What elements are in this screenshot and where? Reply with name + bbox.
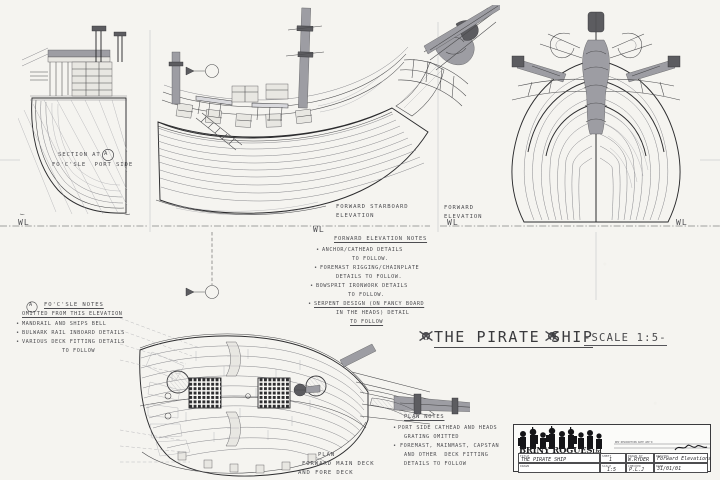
notes-fwd-item: IN THE HEADS) DETAIL (336, 310, 410, 316)
bullet: • (310, 283, 314, 289)
notes-fwd-item: BOWSPRIT IRONWORK DETAILS (316, 283, 408, 289)
view-forward-starboard-elevation (155, 5, 500, 215)
notes-fwd-item: DETAILS TO FOLLOW. (336, 274, 403, 280)
notes-focsle-item: MANDRAIL AND SHIPS BELL (22, 321, 107, 327)
construction-lines (0, 22, 720, 300)
notes-fwd-item: SERPENT DESIGN (ON FANCY BOARD (314, 301, 425, 307)
deck-grating-port (188, 377, 222, 409)
title-block[interactable]: BRINY ROGUESLtd REV DESCRIPTION DATE APP… (513, 424, 711, 473)
section-marker-a-mid (185, 232, 219, 299)
notes-plan-item: DETAILS TO FOLLOW (404, 461, 467, 467)
notes-fwd-item: FOREMAST RIGGING/CHAINPLATE (320, 265, 420, 271)
deck-grating-starboard (257, 377, 291, 409)
waterline-label-left: WL (18, 218, 30, 227)
title-field-scale[interactable] (600, 463, 626, 473)
notes-fwd-item: TO FOLLOW (350, 319, 384, 325)
notes-fwd-item: ANCHOR/CATHEAD DETAILS (322, 247, 403, 253)
notes-focsle-item: BULWARK RAIL INBOARD DETAILS (22, 330, 125, 336)
notes-focsle-item: VARIOUS DECK FITTING DETAILS (22, 339, 125, 345)
title-block-rules: REV DESCRIPTION DATE APP'D (614, 441, 710, 449)
notes-plan-heading: PLAN NOTES (404, 414, 445, 420)
mast-partner-fore (166, 370, 190, 394)
section-marker-a-top (185, 64, 219, 78)
bullet: • (393, 425, 397, 431)
notes-fwd-item: TO FOLLOW. (352, 256, 389, 262)
bullet: • (308, 301, 312, 307)
waterline-label-bow-left: WL (447, 218, 459, 227)
waterline-label-bow-right: WL (676, 218, 688, 227)
signature-mark (674, 444, 708, 451)
view-forward-elevation (511, 11, 681, 223)
title-field-drawn[interactable] (518, 463, 600, 473)
bullet: • (314, 265, 318, 271)
view-section-focsle (18, 25, 131, 215)
notes-focsle-marker: A (29, 302, 33, 308)
capstan (293, 383, 321, 397)
pirate-crew-silhouette-logo (518, 426, 602, 449)
cathead-starboard (339, 343, 377, 368)
notes-plan-item: PORT SIDE CATHEAD AND HEADS (398, 425, 498, 431)
page-title: THE PIRATE SHIP (434, 328, 594, 348)
notes-fwd-item: TO FOLLOW. (348, 292, 385, 298)
company-name: BRINY ROGUESLtd (519, 445, 602, 455)
notes-plan-item: FOREMAST, MAINMAST, CAPSTAN (400, 443, 500, 449)
notes-plan-item: GRATING OMITTED (404, 434, 460, 440)
title-field-date[interactable] (654, 463, 708, 473)
bullet: • (16, 330, 20, 336)
title-field-drawing[interactable] (654, 453, 708, 463)
svg-text:REV DESCRIPTION DATE APP: REV DESCRIPTION DATE APP'D (615, 441, 653, 444)
bullet: • (16, 339, 20, 345)
notes-focsle-heading: FO'C'SLE NOTES (44, 302, 104, 308)
notes-plan-item: AND OTHER DECK FITTING (404, 452, 489, 458)
title-field-sheet[interactable] (600, 453, 626, 463)
notes-fwd-heading: FORWARD ELEVATION NOTES (334, 236, 428, 242)
title-field-checked[interactable] (626, 463, 654, 473)
bullet: • (316, 247, 320, 253)
title-field-drawn-by[interactable] (626, 453, 654, 463)
skull-icon-right (545, 330, 559, 342)
waterline-label-centre: WL (313, 225, 325, 234)
notes-focsle-item: TO FOLLOW (62, 348, 96, 354)
notes-focsle-subheading: OMITTED FROM THIS ELEVATION (22, 311, 123, 317)
section-marker-a-note (26, 301, 38, 313)
title-field-title[interactable] (518, 453, 600, 463)
section-caption-circle (102, 149, 114, 161)
skull-icon-left (419, 330, 433, 342)
bullet: • (393, 443, 397, 449)
scale-label: -SCALE 1:5- (584, 332, 667, 346)
bullet: • (16, 321, 20, 327)
section-marker-label: A (104, 151, 108, 157)
